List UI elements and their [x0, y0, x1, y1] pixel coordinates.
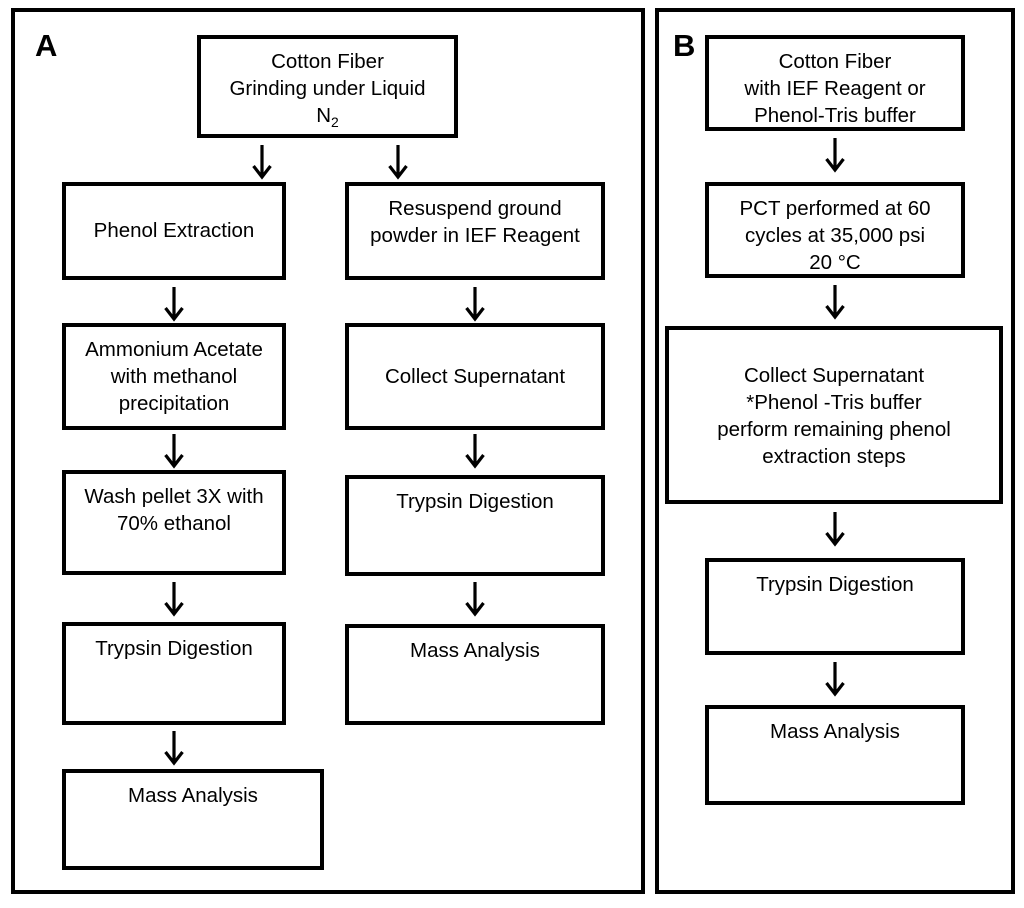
panel-a: A — [11, 8, 645, 894]
node-mass-analysis-a-right: Mass Analysis — [345, 624, 605, 725]
arrow-down-icon — [385, 143, 411, 183]
arrow-down-icon — [462, 432, 488, 472]
node-collect-supernatant-b-text: Collect Supernatant *Phenol -Tris buffer… — [717, 364, 951, 469]
arrow-down-icon — [462, 285, 488, 325]
node-mass-analysis-a-right-text: Mass Analysis — [410, 639, 540, 662]
panel-a-label: A — [35, 28, 57, 63]
node-trypsin-digestion-b: Trypsin Digestion — [705, 558, 965, 655]
node-line-2: Grinding under Liquid — [229, 77, 426, 101]
node-collect-supernatant-b: Collect Supernatant *Phenol -Tris buffer… — [665, 326, 1003, 504]
panel-b-label: B — [673, 28, 695, 63]
node-phenol-extraction: Phenol Extraction — [62, 182, 286, 280]
node-mass-analysis-b-text: Mass Analysis — [770, 720, 900, 743]
arrow-down-icon — [462, 580, 488, 620]
node-collect-supernatant-a-text: Collect Supernatant — [384, 364, 566, 388]
node-trypsin-digestion-b-text: Trypsin Digestion — [756, 573, 914, 596]
node-wash-pellet-text: Wash pellet 3X with 70% ethanol — [84, 485, 264, 536]
node-pct-performed: PCT performed at 60 cycles at 35,000 psi… — [705, 182, 965, 278]
node-phenol-extraction-text: Phenol Extraction — [93, 219, 255, 243]
node-trypsin-digestion-a-right-text: Trypsin Digestion — [396, 490, 554, 513]
arrow-down-icon — [161, 432, 187, 472]
node-collect-supernatant-a: Collect Supernatant — [345, 323, 605, 430]
arrow-down-icon — [822, 283, 848, 323]
arrow-down-icon — [161, 580, 187, 620]
node-line-3-subscript: 2 — [331, 114, 339, 131]
node-trypsin-digestion-a-left: Trypsin Digestion — [62, 622, 286, 725]
node-line-1: Cotton Fiber — [271, 50, 384, 73]
node-mass-analysis-a-left-text: Mass Analysis — [128, 784, 258, 807]
node-pct-performed-text: PCT performed at 60 cycles at 35,000 psi… — [739, 197, 931, 275]
node-trypsin-digestion-a-left-text: Trypsin Digestion — [95, 637, 253, 660]
arrow-down-icon — [249, 143, 275, 183]
arrow-down-icon — [822, 136, 848, 176]
node-wash-pellet: Wash pellet 3X with 70% ethanol — [62, 470, 286, 575]
node-resuspend-ground-powder: Resuspend ground powder in IEF Reagent — [345, 182, 605, 280]
arrow-down-icon — [161, 729, 187, 769]
node-cotton-fiber-ief-text: Cotton Fiber with IEF Reagent or Phenol-… — [744, 50, 926, 128]
node-ammonium-acetate: Ammonium Acetate with methanol precipita… — [62, 323, 286, 430]
node-cotton-fiber-ief: Cotton Fiber with IEF Reagent or Phenol-… — [705, 35, 965, 131]
arrow-down-icon — [822, 510, 848, 550]
node-resuspend-ground-powder-text: Resuspend ground powder in IEF Reagent — [370, 197, 580, 248]
arrow-down-icon — [161, 285, 187, 325]
node-ammonium-acetate-text: Ammonium Acetate with methanol precipita… — [85, 338, 263, 416]
node-trypsin-digestion-a-right: Trypsin Digestion — [345, 475, 605, 576]
node-mass-analysis-a-left: Mass Analysis — [62, 769, 324, 870]
node-line-3-prefix: N — [316, 104, 332, 128]
node-mass-analysis-b: Mass Analysis — [705, 705, 965, 805]
arrow-down-icon — [822, 660, 848, 700]
